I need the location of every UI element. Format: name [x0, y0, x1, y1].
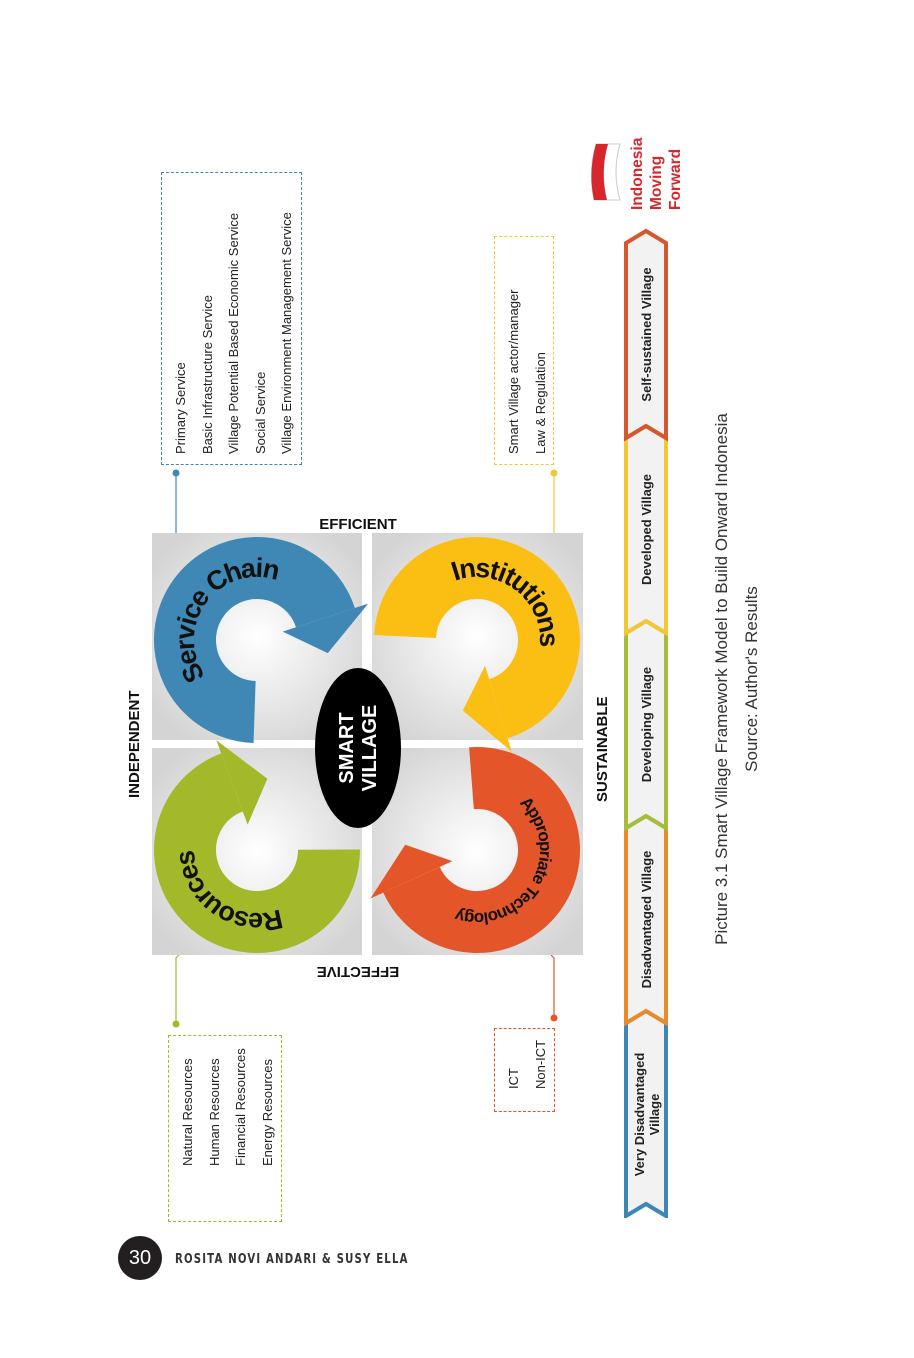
stage-label: Self-sustained Village: [639, 267, 654, 401]
center-label-line1: SMART: [336, 712, 358, 783]
service-chain-arc: [154, 537, 355, 743]
stage-label: Very DisadvantagedVillage: [632, 1053, 662, 1177]
service-chain-arrow-icon: [282, 603, 369, 654]
figure-caption: Picture 3.1 Smart Village Framework Mode…: [712, 413, 731, 945]
brand-tagline: Indonesia Moving Forward: [628, 138, 685, 210]
stage-label: Developed Village: [639, 474, 654, 585]
stage-label: Disadvantaged Village: [639, 851, 654, 989]
axis-label-effective: EFFECTIVE: [316, 963, 400, 981]
resources-arrow-icon: [216, 740, 268, 825]
axis-label-efficient: EFFICIENT: [319, 515, 397, 533]
stage-chevron: [624, 228, 668, 442]
brand-line: Indonesia: [629, 137, 646, 210]
center-ellipse: [315, 668, 401, 828]
institutions-arc: [374, 537, 580, 739]
appropriate-technology-arrow-icon: [370, 844, 453, 899]
resources-arc: [154, 753, 360, 953]
village-stages-bar: Very DisadvantagedVillage Disadvantaged V…: [624, 228, 668, 1218]
institutions-arrow-icon: [462, 665, 512, 752]
brand-line: Forward: [667, 148, 684, 210]
brand-line: Moving: [648, 155, 665, 210]
appropriate-technology-arc: [383, 747, 580, 953]
axis-label-sustainable: SUSTAINABLE: [594, 696, 611, 802]
center-label-line2: VILLAGE: [359, 705, 381, 792]
figure-source: Source: Author's Results: [742, 586, 761, 772]
page-number: 30: [118, 1236, 162, 1280]
indonesia-flag-icon: [590, 143, 621, 201]
axis-label-independent: INDEPENDENT: [126, 690, 143, 798]
footer-authors: ROSITA NOVI ANDARI & SUSY ELLA: [175, 1252, 409, 1267]
stage-label: Developing Village: [639, 667, 654, 782]
